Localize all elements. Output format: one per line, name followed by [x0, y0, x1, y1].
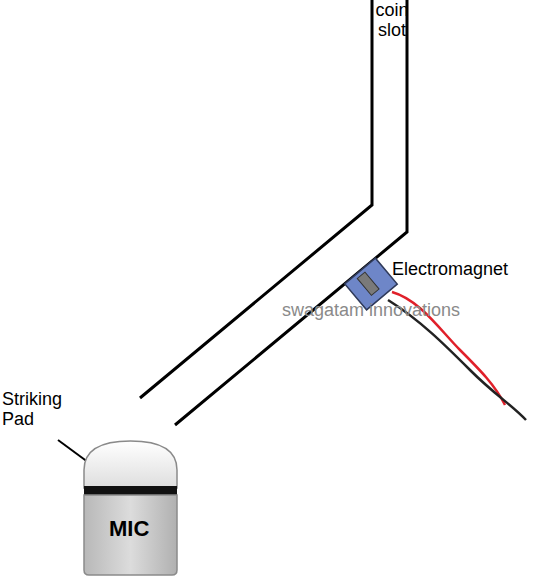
mic-label: MIC: [109, 516, 178, 542]
microphone-shape: [83, 440, 178, 576]
watermark: swagatam innovations: [282, 300, 502, 320]
microphone: MIC: [83, 440, 178, 576]
chute-wall: [140, 0, 372, 398]
part-label: coin slot: [368, 0, 416, 40]
part-label: Electromagnet: [392, 259, 542, 279]
part-label: Striking Pad: [2, 389, 92, 429]
chute-wall: [175, 0, 407, 425]
